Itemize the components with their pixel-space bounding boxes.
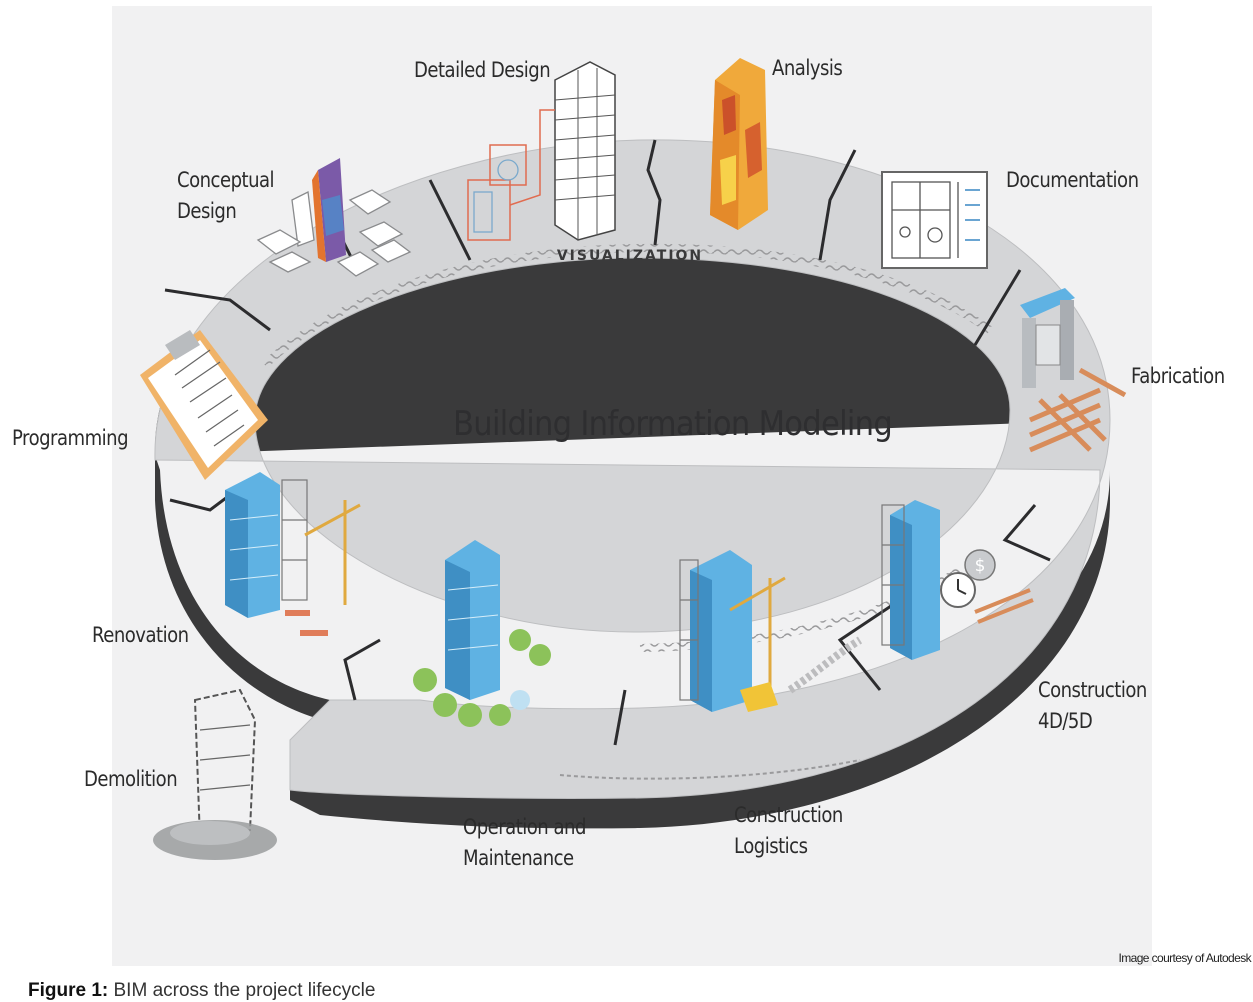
- conceptual-design-massing-illustration: [256, 158, 412, 277]
- analysis-tower-illustration: [710, 58, 768, 230]
- visualization-banner: VISUALIZATION: [557, 248, 703, 264]
- programming-clipboard-illustration: [140, 330, 268, 480]
- label-analysis: Analysis: [772, 56, 843, 80]
- caption-label: Figure 1:: [28, 980, 109, 1001]
- construction-logistics-illustration: [679, 550, 863, 712]
- label-renovation: Renovation: [92, 623, 189, 647]
- operation-maintenance-illustration: [413, 540, 551, 727]
- figure-caption: Figure 1: BIM across the project lifecyc…: [28, 980, 375, 1002]
- fabrication-machine-illustration: [1020, 288, 1127, 453]
- label-documentation: Documentation: [1006, 168, 1139, 192]
- center-title: Building Information Modeling: [453, 404, 893, 444]
- label-fabrication: Fabrication: [1131, 364, 1225, 388]
- renovation-building-illustration: [225, 472, 361, 636]
- svg-text:$: $: [975, 556, 986, 576]
- construction-4d5d-illustration: $: [881, 500, 1034, 660]
- image-credit: Image courtesy of Autodesk: [1118, 951, 1252, 965]
- caption-text: BIM across the project lifecycle: [108, 980, 376, 1001]
- ring-side-band: [154, 144, 1111, 829]
- visualization-label: VISUALIZATION: [557, 248, 703, 264]
- label-conceptual-design: Conceptual Design: [177, 168, 275, 223]
- label-operation-maintenance: Operation and Maintenance: [463, 815, 586, 870]
- label-construction-4d5d: Construction 4D/5D: [1038, 678, 1147, 733]
- label-demolition: Demolition: [84, 767, 178, 791]
- label-detailed-design: Detailed Design: [414, 58, 551, 82]
- documentation-drawing-illustration: [881, 171, 988, 269]
- demolition-rubble-illustration: [153, 688, 277, 860]
- detailed-design-tower-illustration: [467, 61, 616, 241]
- label-programming: Programming: [12, 426, 129, 450]
- label-construction-logistics: Construction Logistics: [734, 803, 843, 858]
